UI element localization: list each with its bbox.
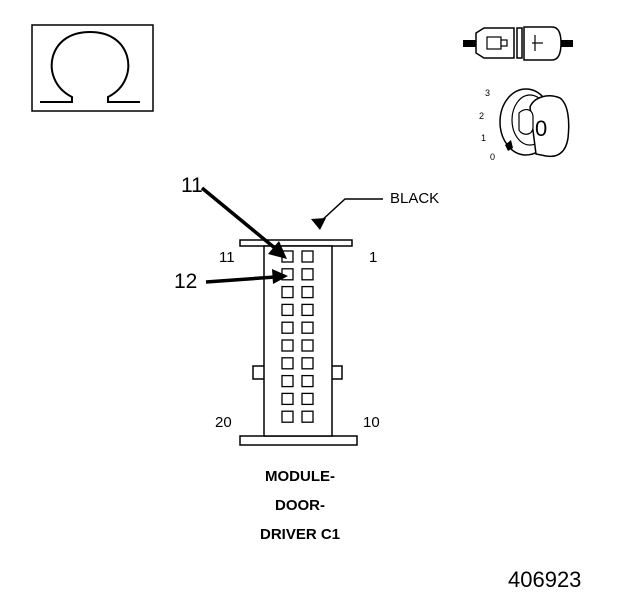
pin-cavity [301, 339, 314, 352]
callout-12: 12 [174, 270, 198, 293]
ohm-icon [40, 30, 140, 103]
ignition-position-1: 1 [481, 133, 487, 143]
pin-cavity [281, 374, 294, 388]
ohm-symbol-box [31, 24, 154, 112]
pin-cavities [281, 250, 314, 423]
ignition-key-icon [499, 88, 570, 158]
pin-cavity [301, 410, 314, 423]
pin-cavity [301, 285, 314, 299]
wire-color-leader [311, 198, 383, 230]
pin-cavity [301, 392, 314, 406]
callout-11: 11 [181, 174, 203, 197]
ignition-key-digit: 0 [535, 116, 548, 141]
connector-view-icon [463, 26, 573, 61]
pin-cavity [281, 392, 294, 406]
pin-cavity [281, 410, 294, 423]
pin-label-20: 20 [215, 414, 232, 431]
pin-cavity [301, 250, 314, 263]
pin-cavity [281, 285, 294, 299]
ignition-position-3: 3 [485, 88, 491, 98]
pin-label-11: 11 [219, 249, 235, 266]
pin-label-10: 10 [363, 414, 380, 431]
pin-cavity [281, 303, 294, 317]
ignition-position-0: 0 [490, 152, 496, 162]
connector-title-line-3: DRIVER C1 [259, 526, 341, 543]
connector-body [239, 239, 358, 446]
wire-color-label: BLACK [390, 190, 440, 207]
pin-cavity [301, 268, 314, 281]
pin-cavity [281, 321, 294, 334]
pin-cavity [281, 339, 294, 352]
connector-title-line-1: MODULE- [265, 468, 335, 485]
callout-arrow-12 [205, 269, 288, 284]
pin-cavity [281, 357, 294, 370]
figure-number: 406923 [508, 567, 582, 592]
connector-title-line-2: DOOR- [275, 497, 325, 514]
ignition-position-2: 2 [479, 111, 485, 121]
pin-cavity [301, 321, 314, 334]
pin-label-1: 1 [369, 249, 378, 266]
pin-cavity [301, 303, 314, 317]
callout-arrow-11 [200, 186, 287, 259]
pin-cavity [301, 374, 314, 388]
pin-cavity [301, 357, 314, 370]
